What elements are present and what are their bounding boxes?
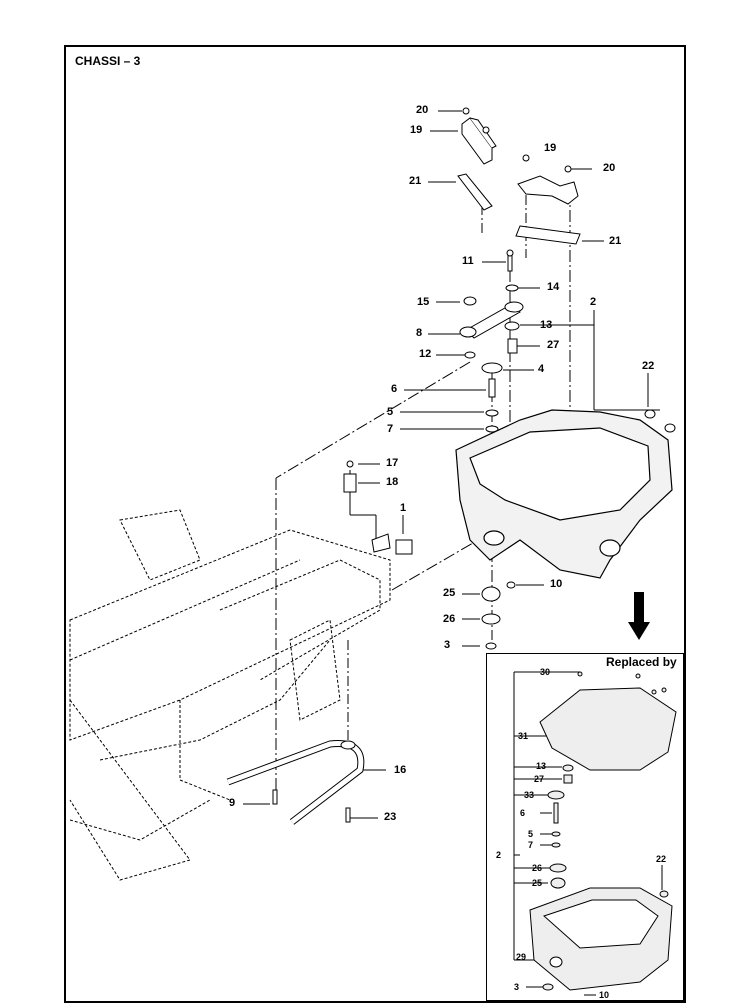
callout-12: 12 xyxy=(419,348,432,360)
callout-1: 1 xyxy=(400,502,407,514)
inset-callout-22: 22 xyxy=(656,854,667,864)
inset-title: Replaced by xyxy=(606,655,677,669)
callout-14: 14 xyxy=(547,281,560,293)
inset-callout-31: 31 xyxy=(518,731,529,741)
inset-callout-27: 27 xyxy=(534,774,545,784)
page-title: CHASSI – 3 xyxy=(75,54,141,68)
callout-23: 23 xyxy=(384,811,397,823)
callout-20: 20 xyxy=(603,162,616,174)
callout-9: 9 xyxy=(229,797,236,809)
callout-5: 5 xyxy=(387,406,394,418)
inset-callout-2: 2 xyxy=(496,850,502,860)
callout-13: 13 xyxy=(540,319,553,331)
callout-7: 7 xyxy=(387,423,394,435)
callout-27: 27 xyxy=(547,339,560,351)
callout-8: 8 xyxy=(416,327,423,339)
inset-callout-26: 26 xyxy=(532,863,543,873)
inset-callout-30: 30 xyxy=(540,667,551,677)
callout-19: 19 xyxy=(544,142,557,154)
callout-3: 3 xyxy=(444,639,451,651)
inset-callout-7: 7 xyxy=(528,840,534,850)
inset-callout-33: 33 xyxy=(524,790,535,800)
callout-22: 22 xyxy=(642,360,655,372)
inset-callout-29: 29 xyxy=(516,952,527,962)
callout-15: 15 xyxy=(417,296,430,308)
callout-16: 16 xyxy=(394,764,407,776)
callout-6: 6 xyxy=(391,383,398,395)
inset-callout-25: 25 xyxy=(532,878,543,888)
inset-callout-13: 13 xyxy=(536,761,547,771)
arrow-down-icon xyxy=(628,592,650,640)
inset-callout-10: 10 xyxy=(599,990,610,1000)
drawing-frame xyxy=(64,45,686,1003)
callout-19: 19 xyxy=(410,124,423,136)
inset-callout-3: 3 xyxy=(514,982,520,992)
callout-21: 21 xyxy=(609,235,622,247)
callout-21: 21 xyxy=(409,175,422,187)
callout-11: 11 xyxy=(462,255,474,267)
callout-25: 25 xyxy=(443,587,456,599)
callout-20: 20 xyxy=(416,104,429,116)
callout-10: 10 xyxy=(550,578,563,590)
callout-18: 18 xyxy=(386,476,399,488)
inset-callout-5: 5 xyxy=(528,829,534,839)
callout-2: 2 xyxy=(590,296,597,308)
callout-26: 26 xyxy=(443,613,456,625)
callout-17: 17 xyxy=(386,457,399,469)
inset-callout-6: 6 xyxy=(520,808,526,818)
replacement-inset xyxy=(486,653,684,1001)
callout-4: 4 xyxy=(538,363,545,375)
